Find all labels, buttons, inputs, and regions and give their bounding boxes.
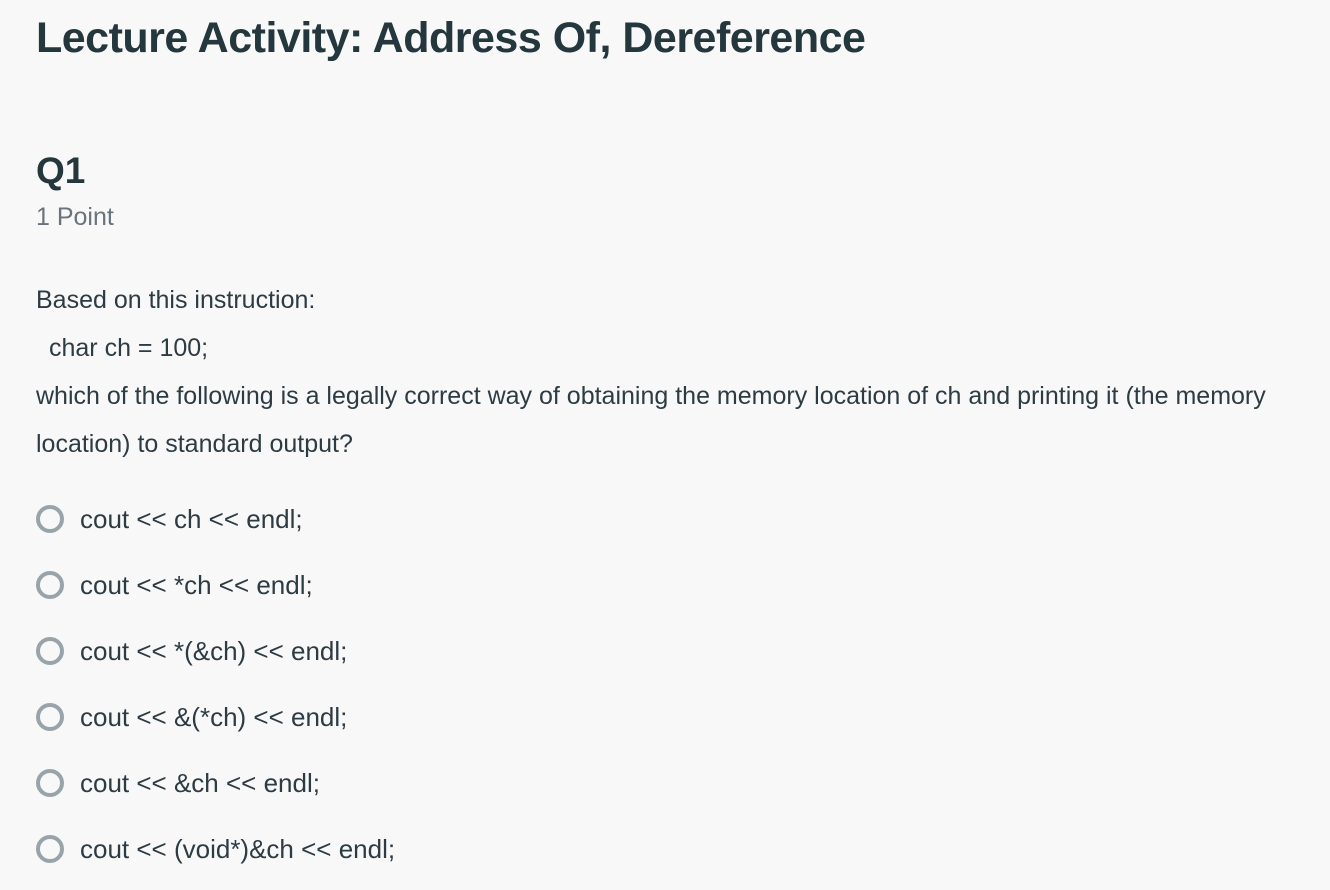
question-page: Lecture Activity: Address Of, Dereferenc… bbox=[36, 14, 1294, 864]
answer-option[interactable]: cout << *ch << endl; bbox=[36, 570, 1294, 600]
page-title: Lecture Activity: Address Of, Dereferenc… bbox=[36, 14, 866, 62]
radio-button-icon[interactable] bbox=[36, 835, 64, 864]
answer-option-label: cout << (void*)&ch << endl; bbox=[80, 834, 396, 865]
answer-option-label: cout << &ch << endl; bbox=[80, 768, 320, 799]
prompt-code-line: char ch = 100; bbox=[49, 334, 209, 363]
answer-option-label: cout << *ch << endl; bbox=[80, 570, 313, 601]
answer-option[interactable]: cout << ch << endl; bbox=[36, 504, 1294, 534]
answer-option[interactable]: cout << &(*ch) << endl; bbox=[36, 702, 1294, 732]
question-header: Q1 1 Point bbox=[36, 152, 1294, 232]
radio-button-icon[interactable] bbox=[36, 571, 64, 600]
answer-option[interactable]: cout << (void*)&ch << endl; bbox=[36, 834, 1294, 864]
prompt-main-line: which of the following is a legally corr… bbox=[36, 382, 1266, 459]
question-points: 1 Point bbox=[36, 203, 114, 232]
question-number: Q1 bbox=[36, 150, 86, 192]
radio-button-icon[interactable] bbox=[36, 769, 64, 798]
answer-option[interactable]: cout << *(&ch) << endl; bbox=[36, 636, 1294, 666]
answer-option-label: cout << *(&ch) << endl; bbox=[80, 636, 348, 667]
answer-option-label: cout << ch << endl; bbox=[80, 504, 303, 535]
answer-option[interactable]: cout << &ch << endl; bbox=[36, 768, 1294, 798]
prompt-intro-line: Based on this instruction: bbox=[36, 286, 316, 315]
answer-option-label: cout << &(*ch) << endl; bbox=[80, 702, 348, 733]
answer-options-list: cout << ch << endl; cout << *ch << endl;… bbox=[36, 504, 1294, 864]
radio-button-icon[interactable] bbox=[36, 703, 64, 732]
radio-button-icon[interactable] bbox=[36, 505, 64, 534]
radio-button-icon[interactable] bbox=[36, 637, 64, 666]
question-prompt: Based on this instruction: char ch = 100… bbox=[36, 276, 1294, 468]
